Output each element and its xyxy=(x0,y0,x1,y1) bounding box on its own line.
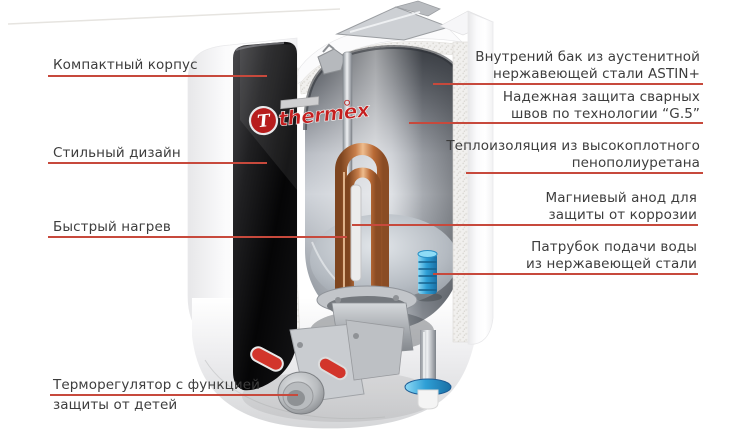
heating-element xyxy=(335,143,389,306)
thermostat-sleeve xyxy=(350,184,362,282)
callout-thermostat-line1: Терморегулятор с функцией xyxy=(53,377,261,393)
leader-line-compact-body xyxy=(48,75,267,77)
leader-line-fast-heating xyxy=(48,236,347,238)
callout-fast-heating: Быстрый нагрев xyxy=(53,219,171,235)
callout-inner-tank-line1: Внутрений бак из аустенитной xyxy=(475,49,700,65)
leader-line-inner-tank xyxy=(433,83,703,85)
callout-anode-line1: Магниевый анод для xyxy=(545,190,697,206)
leader-line-weld-protection xyxy=(409,122,703,124)
outlet-pipe xyxy=(277,371,325,415)
callout-inner-tank-line2: нержавеющей стали ASTIN+ xyxy=(493,66,700,82)
callout-inner-tank: Внутрений бак из аустенитной нержавеющей… xyxy=(475,49,700,83)
callout-insulation: Теплоизоляция из высокоплотного пенополи… xyxy=(446,138,700,172)
thermex-logo-letter: T xyxy=(256,111,272,132)
callout-inlet-pipe: Патрубок подачи воды из нержавеющей стал… xyxy=(526,239,697,273)
callout-insulation-line2: пенополиуретана xyxy=(571,155,700,171)
thermex-logo-text: thermex xyxy=(277,97,372,131)
front-panel xyxy=(233,41,297,391)
casing-right-column xyxy=(439,10,494,345)
leader-line-inlet-pipe xyxy=(433,273,698,275)
callout-compact-body: Компактный корпус xyxy=(53,57,198,73)
callout-inlet-pipe-line2: из нержавеющей стали xyxy=(525,256,697,272)
callout-weld-protection-line2: швов по технологии “G.5” xyxy=(511,106,700,122)
callout-anode-line2: защиты от коррозии xyxy=(548,207,697,223)
insulation-foam-right xyxy=(452,41,471,343)
callout-weld-protection-line1: Надежная защита сварных xyxy=(502,89,700,105)
callout-anode: Магниевый анод для защиты от коррозии xyxy=(546,190,697,224)
callout-stylish-design: Стильный дизайн xyxy=(53,145,181,161)
inlet-pipe-cap xyxy=(417,389,439,410)
indicator-button-right xyxy=(317,356,348,381)
leader-line-insulation xyxy=(466,172,703,174)
mounting-bracket xyxy=(335,0,451,41)
inlet-pipe xyxy=(404,330,452,410)
callout-insulation-line1: Теплоизоляция из высокоплотного xyxy=(446,138,700,154)
indicator-button-left xyxy=(250,346,284,372)
inlet-diffuser xyxy=(412,250,442,302)
thermex-logo-badge xyxy=(248,105,279,136)
leader-line-thermostat xyxy=(50,394,298,396)
thermostat-unit xyxy=(250,319,405,415)
thermex-logo: T thermex xyxy=(248,96,372,136)
callout-inlet-pipe-line1: Патрубок подачи воды xyxy=(531,239,697,255)
leader-line-anode xyxy=(352,224,698,226)
casing-back-edge xyxy=(7,8,341,25)
callout-thermostat-line2: защиты от детей xyxy=(53,397,178,413)
leader-line-stylish-design xyxy=(48,162,267,164)
callout-weld-protection: Надежная защита сварных швов по технолог… xyxy=(503,89,700,123)
